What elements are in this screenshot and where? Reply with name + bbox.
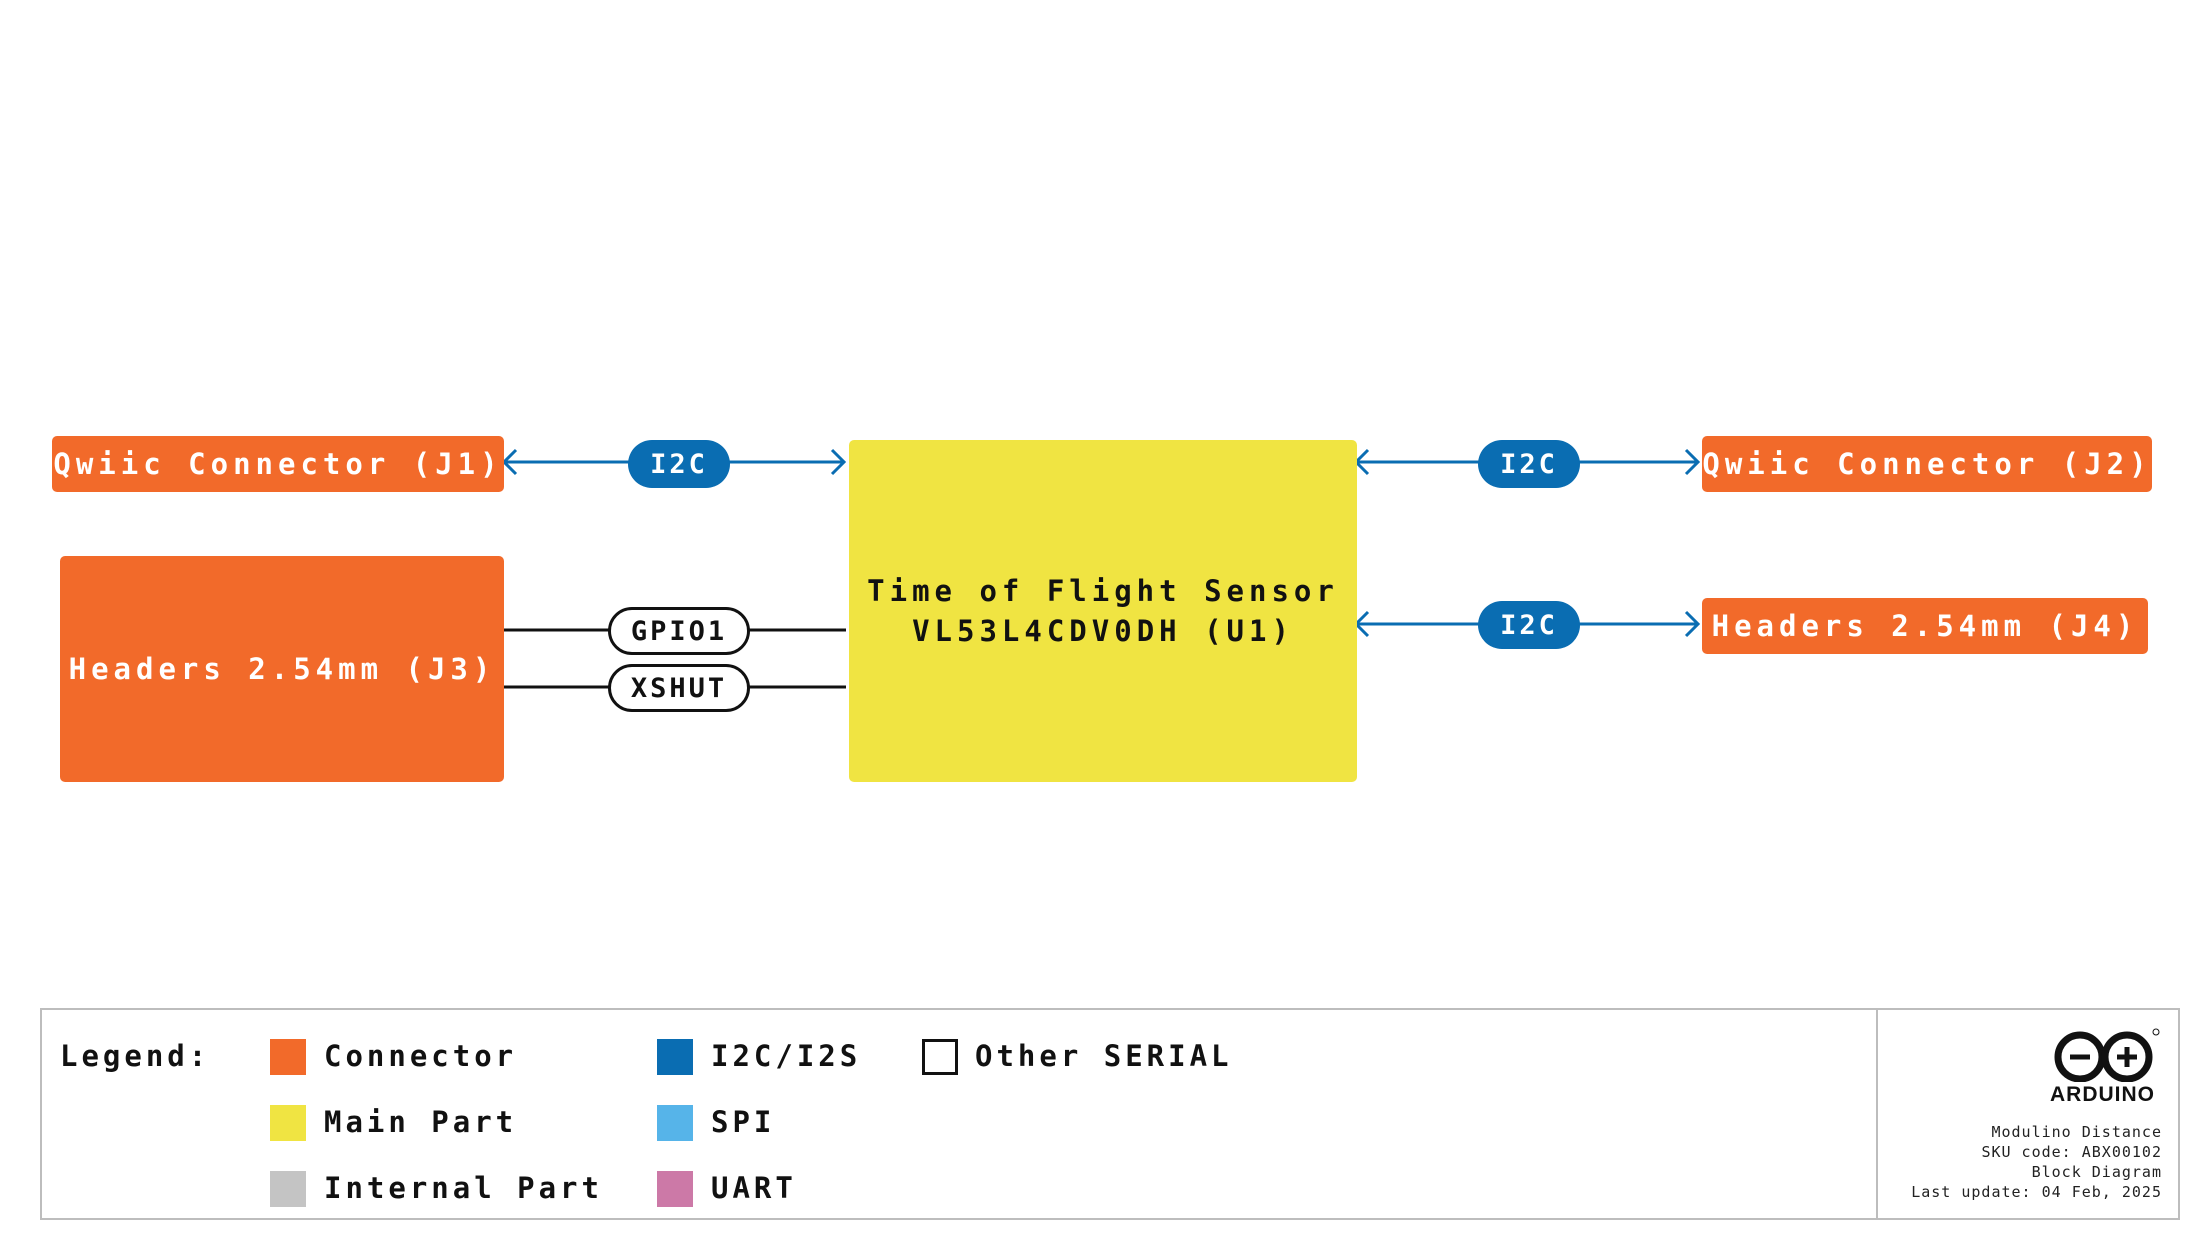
legend-panel bbox=[40, 1008, 2180, 1220]
document-type: Block Diagram bbox=[2031, 1163, 2162, 1181]
headers-j4: Headers 2.54mm (J4) bbox=[1702, 598, 2148, 654]
legend-swatch-uart bbox=[657, 1171, 693, 1207]
legend-label-uart: UART bbox=[711, 1171, 797, 1205]
sensor-part-number: VL53L4CDV0DH (U1) bbox=[912, 614, 1294, 648]
arduino-logo-icon bbox=[2054, 1028, 2160, 1082]
headers-j4-label: Headers 2.54mm (J4) bbox=[1711, 609, 2139, 643]
legend-title: Legend: bbox=[60, 1039, 211, 1073]
tof-sensor-u1: Time of Flight Sensor VL53L4CDV0DH (U1) bbox=[849, 440, 1357, 782]
document-info: Modulino Distance SKU code: ABX00102 Blo… bbox=[1911, 1122, 2162, 1202]
gpio1-badge: GPIO1 bbox=[608, 607, 750, 655]
qwiic-connector-j1: Qwiic Connector (J1) bbox=[52, 436, 504, 492]
legend-divider bbox=[1876, 1010, 1878, 1218]
sku-code: SKU code: ABX00102 bbox=[1981, 1143, 2162, 1161]
product-name: Modulino Distance bbox=[1991, 1123, 2162, 1141]
legend-swatch-internal-part bbox=[270, 1171, 306, 1207]
arduino-wordmark: ARDUINO bbox=[2050, 1083, 2155, 1106]
i2c-badge-right-top: I2C bbox=[1478, 440, 1580, 488]
legend-label-connector: Connector bbox=[324, 1039, 518, 1073]
qwiic-connector-j2-label: Qwiic Connector (J2) bbox=[1702, 447, 2152, 481]
legend-swatch-connector bbox=[270, 1039, 306, 1075]
legend-swatch-spi bbox=[657, 1105, 693, 1141]
qwiic-connector-j1-label: Qwiic Connector (J1) bbox=[53, 447, 503, 481]
legend-label-i2c-i2s: I2C/I2S bbox=[711, 1039, 862, 1073]
i2c-badge-left: I2C bbox=[628, 440, 730, 488]
headers-j3: Headers 2.54mm (J3) bbox=[60, 556, 504, 782]
legend-label-internal-part: Internal Part bbox=[324, 1171, 603, 1205]
qwiic-connector-j2: Qwiic Connector (J2) bbox=[1702, 436, 2152, 492]
xshut-badge: XSHUT bbox=[608, 664, 750, 712]
sensor-title: Time of Flight Sensor bbox=[867, 574, 1339, 608]
legend-swatch-other-serial bbox=[922, 1039, 958, 1075]
headers-j3-label: Headers 2.54mm (J3) bbox=[68, 652, 496, 686]
legend-swatch-main-part bbox=[270, 1105, 306, 1141]
legend-label-other-serial: Other SERIAL bbox=[975, 1039, 1233, 1073]
legend-label-spi: SPI bbox=[711, 1105, 776, 1139]
last-update: Last update: 04 Feb, 2025 bbox=[1911, 1183, 2162, 1201]
legend-swatch-i2c-i2s bbox=[657, 1039, 693, 1075]
i2c-badge-right-bottom: I2C bbox=[1478, 601, 1580, 649]
legend-label-main-part: Main Part bbox=[324, 1105, 518, 1139]
